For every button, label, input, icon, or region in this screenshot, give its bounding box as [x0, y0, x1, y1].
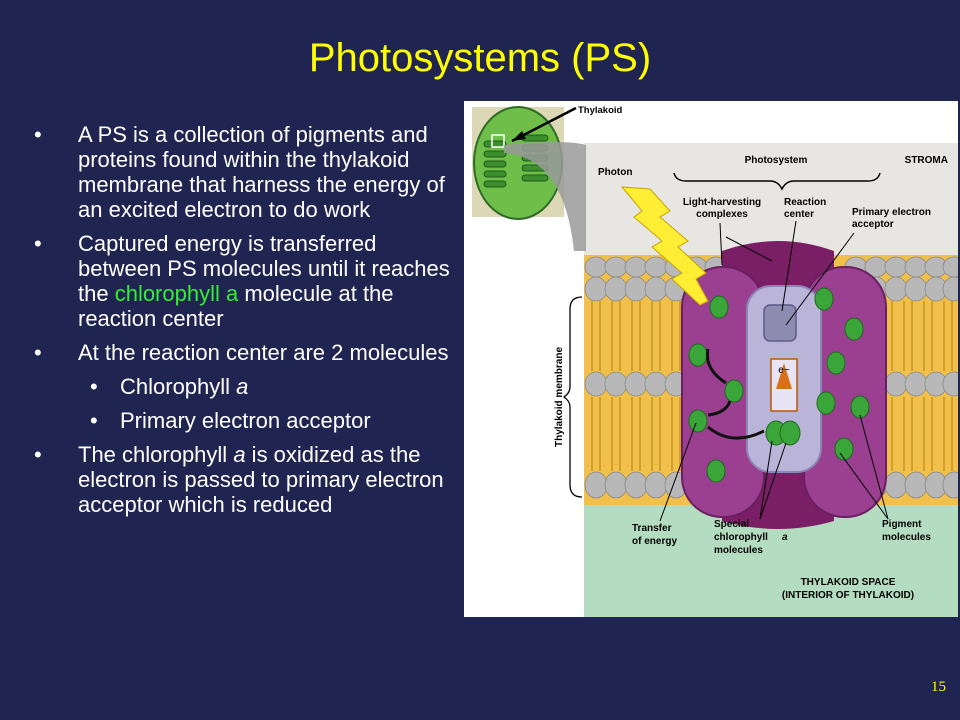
special-label-a: a [782, 532, 788, 543]
special-chlorophyll-pair [765, 420, 801, 446]
bullet-list: • A PS is a collection of pigments and p… [34, 122, 464, 526]
bullet-dot: • [34, 340, 42, 365]
stroma-label: STROMA [905, 155, 948, 166]
chlorophyll-dots [688, 287, 870, 483]
bullet-text-start: Captured energy is transferred between P… [78, 231, 450, 306]
photosystem-brace [673, 172, 881, 191]
bullet-text: Primary electron acceptor [120, 408, 371, 433]
photon-lightning-icon [620, 186, 709, 306]
bullet-text: At the reaction center are 2 molecules [78, 340, 449, 365]
electron-label: e− [778, 365, 790, 376]
bullet-dot: • [34, 122, 42, 147]
zoom-callout-arrow [504, 142, 586, 251]
bullet-energy-transfer: • Captured energy is transferred between… [34, 231, 464, 331]
bullet-dot: • [34, 231, 42, 256]
pigment-label-2: molecules [882, 532, 931, 543]
light-harvesting-label-1: Light-harvesting [683, 197, 761, 208]
transfer-label-2: of energy [632, 536, 677, 547]
bullet-text: A PS is a collection of pigments and pro… [78, 122, 445, 222]
photosystem-label: Photosystem [745, 155, 808, 166]
primary-acceptor-label-2: acceptor [852, 219, 894, 230]
bullet-dot: • [34, 442, 42, 467]
transfer-label-1: Transfer [632, 523, 672, 534]
primary-acceptor-label-1: Primary electron [852, 207, 931, 218]
special-label-2: chlorophyll [714, 532, 768, 543]
leader-lines [659, 220, 889, 522]
bullet-text-end: is oxidized as the electron is passed to… [78, 442, 444, 517]
membrane-label: Thylakoid membrane [554, 347, 565, 447]
membrane-brace [562, 296, 583, 498]
special-label-3: molecules [714, 545, 763, 556]
chlorophyll-a-highlight: chlorophyll a [114, 281, 239, 306]
electron-arrow-icon [776, 363, 792, 389]
bullet-text-end: molecule at the reaction center [78, 281, 394, 331]
subbullet-chlorophyll: • Chlorophyll a [34, 374, 464, 399]
light-harvesting-label-2: complexes [696, 209, 748, 220]
energy-transfer-arrows [705, 348, 765, 440]
photosystem-diagram: e− Photon Thylakoid Photosystem STROMA L… [464, 101, 958, 617]
photosystem-complex: e− [681, 241, 887, 529]
special-label-1: Special [714, 519, 749, 530]
bullet-text: Chlorophyll [120, 374, 237, 399]
bullet-reaction-center: • At the reaction center are 2 molecules [34, 340, 464, 365]
photon-label: Photon [598, 167, 632, 178]
italic-a: a [233, 442, 246, 467]
subbullet-acceptor: • Primary electron acceptor [34, 408, 464, 433]
bullet-dot: • [90, 374, 98, 399]
reaction-center-label-1: Reaction [784, 197, 826, 208]
primary-acceptor-molecule [763, 304, 797, 342]
thylakoid-space-label-2: (INTERIOR OF THYLAKOID) [782, 590, 914, 601]
bullet-text-start: The chlorophyll [78, 442, 234, 467]
bullet-definition: • A PS is a collection of pigments and p… [34, 122, 464, 222]
bullet-dot: • [90, 408, 98, 433]
italic-a: a [236, 374, 249, 399]
pigment-label-1: Pigment [882, 519, 922, 530]
thylakoid-label: Thylakoid [578, 105, 623, 116]
thylakoid-space-label-1: THYLAKOID SPACE [801, 577, 896, 588]
zoom-box [491, 134, 505, 148]
reaction-center-label-2: center [784, 209, 814, 220]
slide-number: 15 [931, 679, 946, 695]
lipid-head-rows [584, 256, 958, 499]
bullet-oxidation: • The chlorophyll a is oxidized as the e… [34, 442, 464, 517]
slide-title: Photosystems (PS) [308, 36, 652, 80]
pointer-arrowhead [512, 131, 526, 141]
